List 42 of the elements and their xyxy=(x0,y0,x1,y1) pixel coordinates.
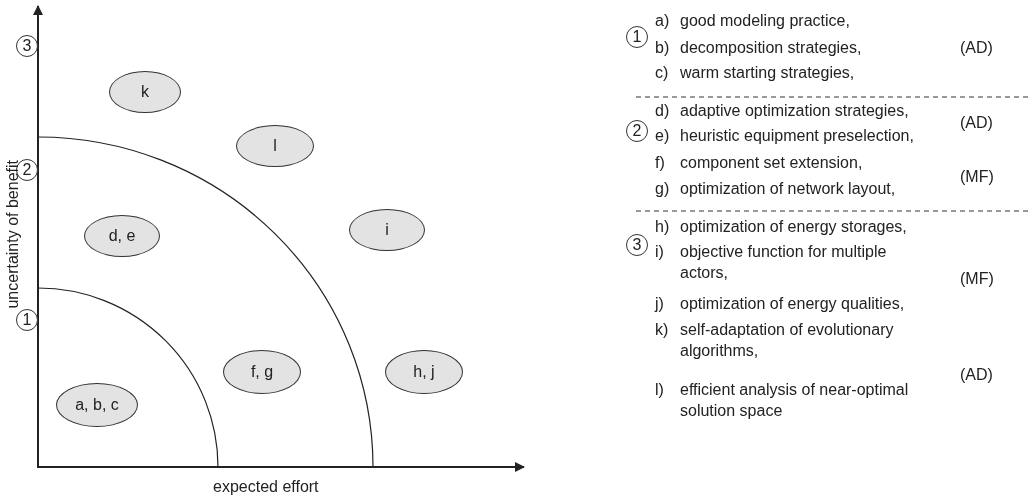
item-letter: e) xyxy=(655,126,670,146)
item-letter: h) xyxy=(655,217,670,237)
item-letter: l) xyxy=(655,380,664,400)
item-letter: f) xyxy=(655,153,665,173)
item-letter: k) xyxy=(655,320,669,340)
list-item: self-adaptation of evolutionary algorithms, xyxy=(680,320,895,361)
circled-number: 3 xyxy=(16,35,38,57)
ellipse-marker: l xyxy=(236,125,314,167)
item-letter: i) xyxy=(655,242,664,262)
ellipse-marker: i xyxy=(349,209,425,251)
ellipse-marker: a, b, c xyxy=(56,383,138,427)
ellipse-marker: d, e xyxy=(84,215,160,257)
ellipse-marker: f, g xyxy=(223,350,301,394)
list-item: heuristic equipment preselection, xyxy=(680,126,914,146)
category-tag: (MF) xyxy=(960,166,994,187)
circled-number: 1 xyxy=(626,26,648,48)
circled-number: 1 xyxy=(16,309,38,331)
list-item: decomposition strategies, xyxy=(680,38,862,58)
category-tag: (AD) xyxy=(960,364,993,385)
item-letter: b) xyxy=(655,38,670,58)
item-letter: c) xyxy=(655,63,669,83)
ellipse-marker: k xyxy=(109,71,181,113)
list-item: good modeling practice, xyxy=(680,11,850,31)
list-item: component set extension, xyxy=(680,153,863,173)
category-tag: (AD) xyxy=(960,112,993,133)
circled-number: 2 xyxy=(626,120,648,142)
category-tag: (AD) xyxy=(960,37,993,58)
axis-label: expected effort xyxy=(213,477,319,497)
ellipse-marker: h, j xyxy=(385,350,463,394)
list-item: optimization of network layout, xyxy=(680,179,896,199)
list-item: objective function for multiple actors, xyxy=(680,242,888,283)
category-tag: (MF) xyxy=(960,268,994,289)
item-letter: j) xyxy=(655,294,664,314)
item-letter: d) xyxy=(655,101,670,121)
list-item: adaptive optimization strategies, xyxy=(680,101,909,121)
list-item: efficient analysis of near-optimal solution space xyxy=(680,380,910,421)
list-item: optimization of energy qualities, xyxy=(680,294,905,314)
item-letter: a) xyxy=(655,11,670,31)
item-letter: g) xyxy=(655,179,670,199)
list-item: warm starting strategies, xyxy=(680,63,855,83)
list-item: optimization of energy storages, xyxy=(680,217,907,237)
circled-number: 3 xyxy=(626,234,648,256)
